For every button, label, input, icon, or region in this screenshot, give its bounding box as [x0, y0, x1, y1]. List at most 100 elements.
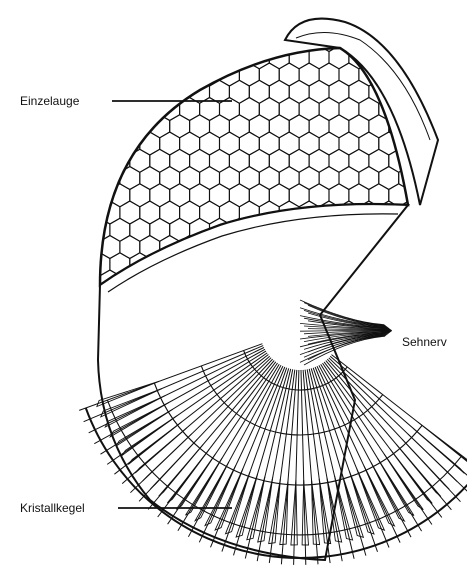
- facet-hexagon: [80, 132, 100, 155]
- facet-hexagon: [439, 63, 459, 86]
- facet-hexagon: [459, 167, 467, 190]
- facet-hexagon: [379, 339, 399, 362]
- facet-hexagon: [459, 374, 467, 397]
- facet-hexagon: [419, 63, 439, 86]
- facet-hexagon: [459, 29, 467, 52]
- facet-hexagon: [80, 339, 100, 362]
- facet-hexagon: [439, 98, 459, 121]
- facet-hexagon: [439, 29, 459, 52]
- facet-hexagon: [80, 236, 100, 259]
- facet-hexagon: [439, 132, 459, 155]
- facet-hexagon: [459, 339, 467, 362]
- facet-hexagon: [140, 63, 160, 86]
- facet-hexagon: [110, 115, 130, 138]
- facet-hexagon: [419, 270, 439, 293]
- facet-hexagon: [100, 63, 120, 86]
- crystal-cone: [413, 428, 464, 473]
- facet-hexagon: [449, 253, 467, 276]
- facet-hexagon: [409, 391, 429, 414]
- facet-hexagon: [90, 149, 110, 172]
- facet-hexagon: [100, 132, 120, 155]
- facet-hexagon: [449, 46, 467, 69]
- facet-hexagon: [449, 287, 467, 310]
- facet-hexagon: [259, 29, 279, 52]
- facet-hexagon: [80, 270, 100, 293]
- facet-hexagon: [459, 236, 467, 259]
- facet-hexagon: [429, 46, 449, 69]
- facet-hexagon: [429, 184, 449, 207]
- facet-hexagon: [90, 80, 110, 103]
- facet-hexagon: [419, 374, 439, 397]
- facet-hexagon: [170, 46, 190, 69]
- facet-hexagon: [449, 80, 467, 103]
- facet-hexagon: [429, 356, 449, 379]
- facet-hexagon: [439, 305, 459, 328]
- facet-hexagon: [439, 201, 459, 224]
- crystal-cone: [408, 434, 457, 481]
- facet-hexagon: [80, 305, 100, 328]
- facet-hexagon: [369, 391, 389, 414]
- facet-hexagon: [449, 184, 467, 207]
- facet-hexagon: [90, 115, 110, 138]
- facet-hexagon: [419, 408, 439, 431]
- facet-hexagon: [200, 29, 220, 52]
- facet-hexagon: [110, 80, 130, 103]
- facet-hexagon: [100, 29, 120, 52]
- facet-hexagon: [439, 374, 459, 397]
- facet-hexagon: [439, 236, 459, 259]
- facet-hexagon: [449, 322, 467, 345]
- facet-hexagon: [389, 356, 409, 379]
- facet-hexagon: [190, 46, 210, 69]
- facet-hexagon: [80, 29, 100, 52]
- facet-hexagon: [359, 270, 379, 293]
- facet-hexagon: [220, 29, 240, 52]
- facet-hexagon: [90, 46, 110, 69]
- facet-hexagon: [409, 356, 429, 379]
- facet-hexagon: [429, 80, 449, 103]
- facet-hexagon: [359, 374, 379, 397]
- facet-hexagon: [399, 305, 419, 328]
- facet-hexagon: [409, 287, 429, 310]
- facet-hexagon: [459, 63, 467, 86]
- facet-hexagon: [369, 287, 389, 310]
- facet-hexagon: [389, 287, 409, 310]
- facet-hexagon: [379, 270, 399, 293]
- facet-hexagon: [239, 29, 259, 52]
- facet-hexagon: [80, 63, 100, 86]
- facet-hexagon: [369, 356, 389, 379]
- label-einzelauge: Einzelauge: [20, 94, 79, 108]
- facet-hexagon: [459, 270, 467, 293]
- facet-hexagon: [419, 201, 439, 224]
- facet-hexagon: [399, 236, 419, 259]
- facet-hexagon: [379, 374, 399, 397]
- facet-hexagon: [130, 80, 150, 103]
- facet-hexagon: [429, 287, 449, 310]
- facet-hexagon: [120, 29, 140, 52]
- facet-hexagon: [429, 391, 449, 414]
- facet-hexagon: [140, 29, 160, 52]
- facet-hexagon: [150, 46, 170, 69]
- facet-hexagon: [180, 63, 200, 86]
- facet-hexagon: [419, 305, 439, 328]
- facet-hexagon: [120, 63, 140, 86]
- facet-hexagon: [439, 270, 459, 293]
- facet-hexagon: [449, 391, 467, 414]
- facet-hexagon: [110, 46, 130, 69]
- facet-hexagon: [449, 356, 467, 379]
- facet-hexagon: [349, 287, 369, 310]
- facet-hexagon: [349, 425, 369, 448]
- facet-hexagon: [130, 46, 150, 69]
- facet-hexagon: [229, 46, 249, 69]
- facet-hexagon: [409, 46, 429, 69]
- facet-hexagon: [399, 270, 419, 293]
- facet-hexagon: [369, 253, 389, 276]
- facet-hexagon: [449, 149, 467, 172]
- facet-hexagon: [429, 218, 449, 241]
- facet-hexagon: [399, 29, 419, 52]
- facet-hexagon: [399, 374, 419, 397]
- facet-hexagon: [459, 132, 467, 155]
- facet-hexagon: [439, 167, 459, 190]
- facet-hexagon: [459, 305, 467, 328]
